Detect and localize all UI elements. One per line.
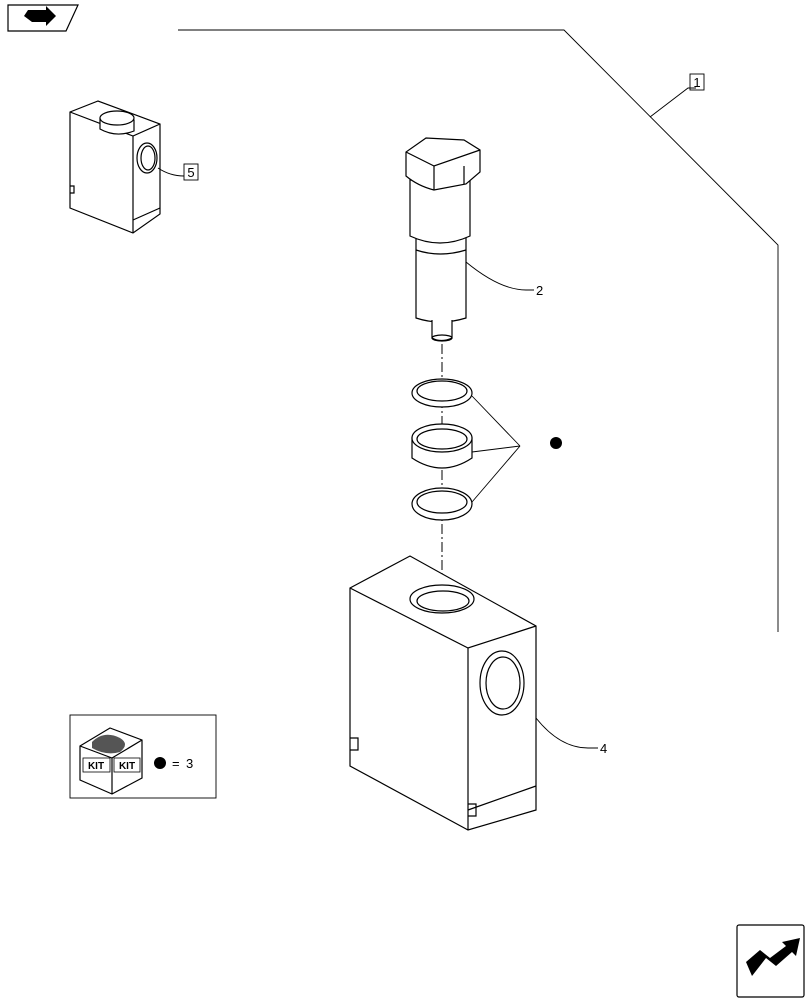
svg-text:5: 5 — [187, 165, 194, 180]
svg-text:1: 1 — [693, 75, 700, 90]
part-4-valve-body[interactable] — [349, 555, 537, 831]
next-page-icon[interactable] — [736, 924, 805, 998]
svg-text:KIT: KIT — [119, 761, 135, 772]
svg-text:2: 2 — [536, 283, 543, 298]
part-5-valve-block[interactable] — [69, 100, 161, 234]
svg-text:KIT: KIT — [88, 761, 104, 772]
kit-marker-dot[interactable] — [550, 437, 562, 449]
callout-5[interactable]: 5 — [157, 163, 199, 181]
kit-legend-dot — [154, 757, 166, 769]
previous-page-icon[interactable] — [7, 4, 79, 32]
part-2-cartridge[interactable] — [405, 137, 481, 342]
callout-2[interactable]: 2 — [465, 261, 543, 298]
o-ring-lower[interactable] — [411, 487, 473, 521]
assembly-bracket — [178, 29, 779, 632]
o-ring-upper[interactable] — [411, 378, 473, 408]
kit-box-icon — [79, 727, 143, 795]
kit-marker-leaders — [471, 395, 562, 503]
callout-1[interactable]: 1 — [689, 73, 705, 91]
svg-text:3: 3 — [186, 756, 193, 771]
kit-legend: KIT KIT = 3 — [69, 714, 217, 799]
svg-text:4: 4 — [600, 741, 607, 756]
svg-text:=: = — [172, 756, 180, 771]
callout-4[interactable]: 4 — [535, 717, 607, 756]
backup-ring[interactable] — [411, 423, 473, 469]
